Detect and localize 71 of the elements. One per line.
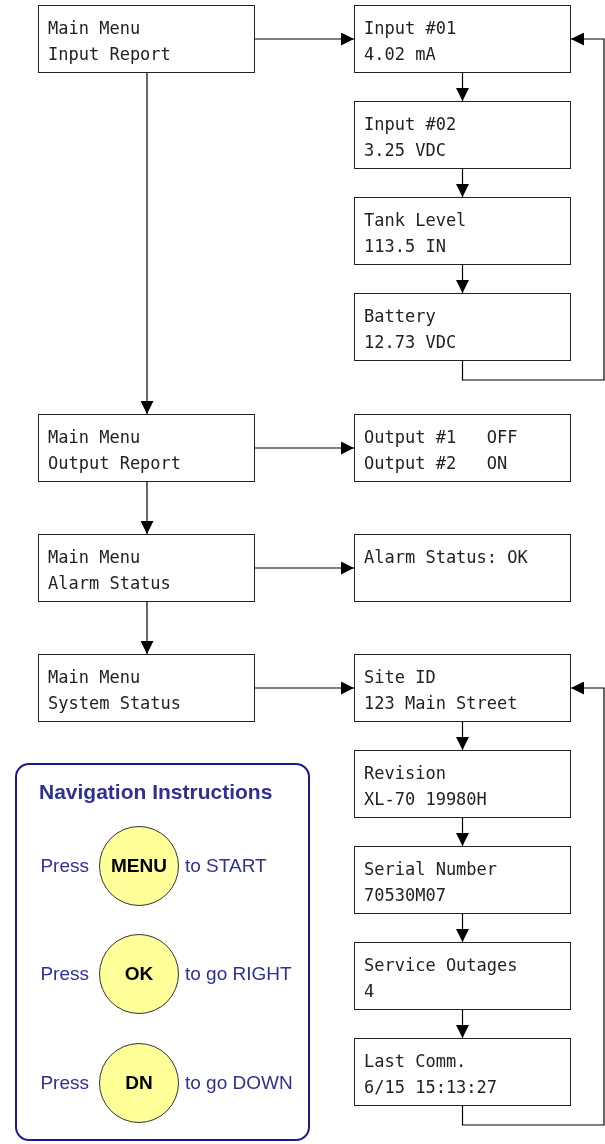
key-button: OK (99, 934, 179, 1014)
action-label: to go RIGHT (185, 963, 292, 985)
arrow (456, 168, 469, 198)
lcd-screen-box (354, 414, 571, 482)
lcd-text: 70530M07 (364, 884, 446, 907)
lcd-screen-box (38, 654, 255, 722)
lcd-text: 4 (364, 980, 375, 1003)
lcd-screen-box (354, 654, 571, 722)
arrow (461, 681, 605, 1126)
lcd-text: Last Comm. (364, 1050, 467, 1073)
lcd-text: Site ID (364, 666, 436, 689)
lcd-text: Output Report (48, 452, 182, 475)
key-button: DN (99, 1043, 179, 1123)
lcd-text: Battery (364, 305, 436, 328)
arrow (456, 721, 469, 751)
arrow (456, 72, 469, 102)
lcd-text: Alarm Status: OK (364, 546, 528, 569)
lcd-screen-box (354, 197, 571, 265)
lcd-text: Input Report (48, 43, 171, 66)
lcd-text: 4.02 mA (364, 43, 436, 66)
arrow (254, 32, 355, 46)
arrow (456, 817, 469, 847)
panel-title: Navigation Instructions (39, 780, 273, 804)
lcd-text: Input #01 (364, 17, 457, 40)
press-label: Press (40, 963, 89, 985)
lcd-text: Input #02 (364, 113, 457, 136)
lcd-screen-box (354, 846, 571, 914)
arrow (456, 264, 469, 294)
arrow (254, 561, 355, 575)
arrow (140, 481, 154, 535)
arrow (254, 441, 355, 455)
lcd-text: System Status (48, 692, 182, 715)
press-label: Press (40, 1072, 89, 1094)
lcd-text: 123 Main Street (364, 692, 518, 715)
arrow (461, 32, 605, 381)
lcd-text: 113.5 IN (364, 235, 446, 258)
lcd-text: Output #2 ON (364, 452, 508, 475)
lcd-text: 12.73 VDC (364, 331, 457, 354)
lcd-screen-box (38, 414, 255, 482)
arrow (140, 601, 154, 655)
instructions-panel (15, 763, 310, 1141)
action-label: to START (185, 855, 267, 877)
arrow (140, 72, 154, 415)
lcd-screen-box (354, 101, 571, 169)
arrow (254, 681, 355, 695)
lcd-screen-box (354, 293, 571, 361)
lcd-screen-box (354, 942, 571, 1010)
arrow (456, 1009, 469, 1039)
lcd-screen-box (354, 5, 571, 73)
lcd-text: Main Menu (48, 666, 141, 689)
lcd-screen-box (354, 534, 571, 602)
key-button: MENU (99, 826, 179, 906)
arrow (456, 913, 469, 943)
lcd-text: 3.25 VDC (364, 139, 446, 162)
lcd-screen-box (354, 750, 571, 818)
lcd-text: Serial Number (364, 858, 498, 881)
press-label: Press (40, 855, 89, 877)
lcd-screen-box (38, 534, 255, 602)
lcd-text: Main Menu (48, 17, 141, 40)
lcd-text: Main Menu (48, 426, 141, 449)
lcd-text: Service Outages (364, 954, 518, 977)
lcd-screen-box (38, 5, 255, 73)
lcd-text: Output #1 OFF (364, 426, 518, 449)
lcd-text: Tank Level (364, 209, 467, 232)
lcd-text: Revision (364, 762, 446, 785)
action-label: to go DOWN (185, 1072, 293, 1094)
lcd-text: 6/15 15:13:27 (364, 1076, 498, 1099)
lcd-screen-box (354, 1038, 571, 1106)
lcd-text: Alarm Status (48, 572, 171, 595)
lcd-text: Main Menu (48, 546, 141, 569)
lcd-text: XL-70 19980H (364, 788, 487, 811)
